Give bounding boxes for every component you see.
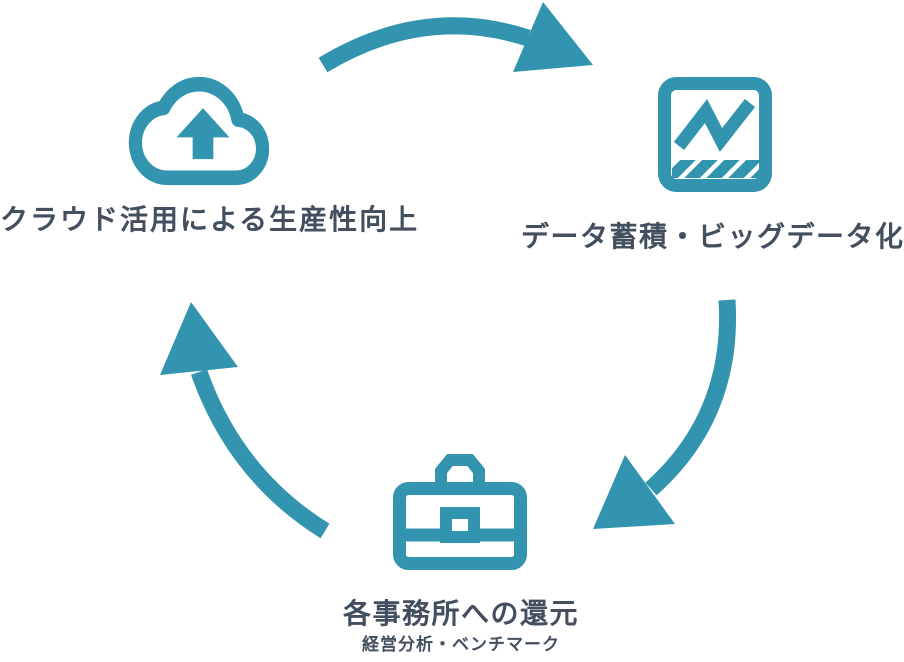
label-cloud-productivity: クラウド活用による生産性向上: [0, 203, 420, 236]
sublabel-benchmark: 経営分析・ベンチマーク: [362, 635, 560, 655]
label-office-return: 各事務所への還元: [342, 597, 579, 630]
arrow-cloud-to-bigdata: [318, 2, 593, 73]
cloud-upload-icon: [128, 76, 270, 186]
briefcase-icon: [393, 454, 527, 570]
label-data-accumulation: データ蓄積・ビッグデータ化: [521, 220, 904, 253]
hatch-stripes: [672, 160, 762, 178]
arrow-bigdata-to-offices: [593, 299, 737, 529]
arrow-offices-to-cloud: [160, 302, 330, 539]
line-chart-board-icon: [658, 77, 772, 192]
